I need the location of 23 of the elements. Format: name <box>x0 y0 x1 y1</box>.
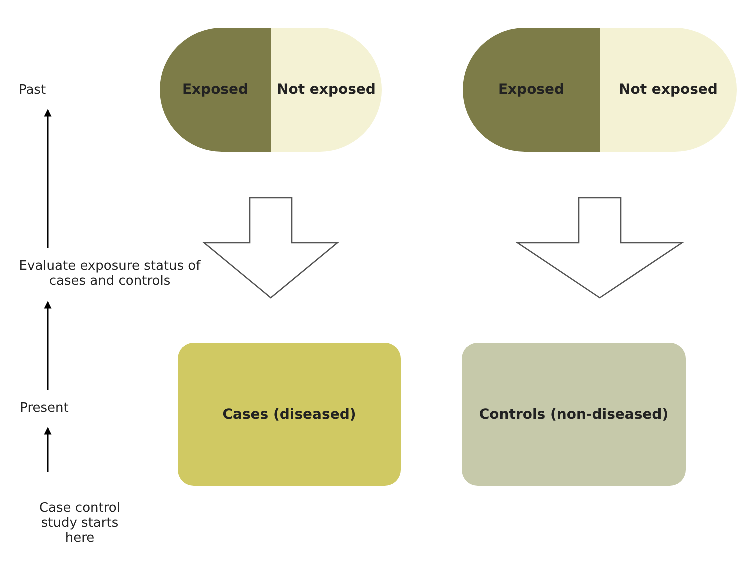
group-label: Exposed <box>498 82 565 98</box>
exposure-half <box>271 28 382 152</box>
exposure-half <box>463 28 600 152</box>
group-box <box>462 343 686 486</box>
group-label: Exposed <box>182 82 249 98</box>
group-label: Not exposed <box>619 82 718 98</box>
time-label: Past <box>18 82 46 98</box>
exposure-half <box>160 28 271 152</box>
pill-shape <box>160 28 382 152</box>
time-label: Evaluate exposure status of cases and controls <box>18 259 202 289</box>
pill-shape <box>463 28 737 152</box>
group-label: Not exposed <box>277 82 376 98</box>
arrow <box>44 109 52 248</box>
block-arrow <box>516 197 684 299</box>
arrow <box>44 301 52 390</box>
block-arrow <box>202 197 340 299</box>
exposure-half <box>600 28 737 152</box>
group-label: Cases (diseased) <box>222 406 356 422</box>
group-label: Controls (non-diseased) <box>479 406 669 422</box>
arrow <box>44 427 52 472</box>
group-box <box>178 343 401 486</box>
time-label: Case control study starts here <box>38 500 122 546</box>
time-label: Present <box>20 400 69 416</box>
